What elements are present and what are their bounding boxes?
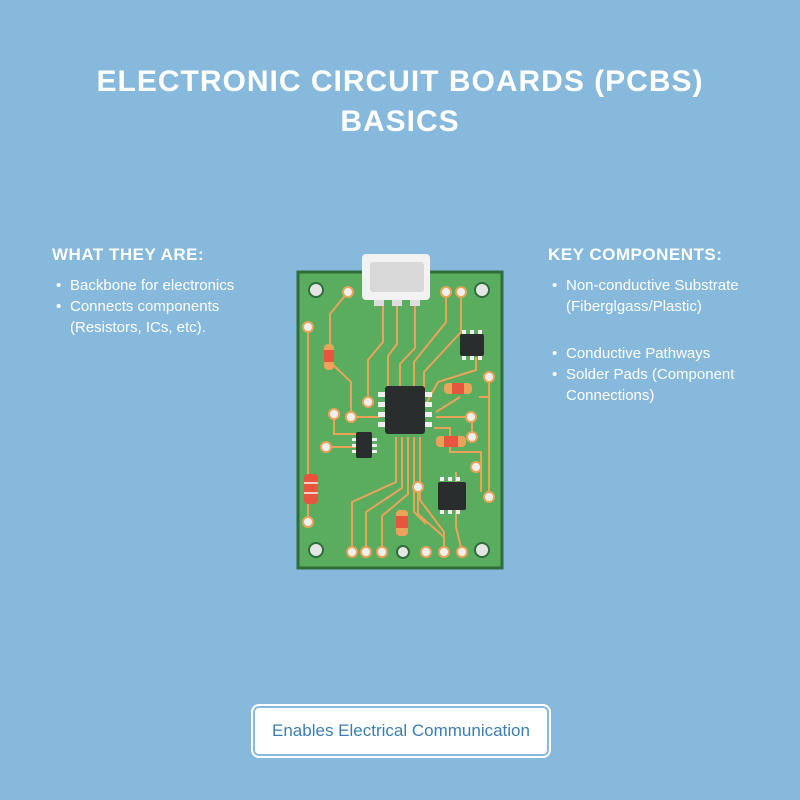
title-line-2: BASICS <box>340 105 460 138</box>
key-components-heading: KEY COMPONENTS: <box>548 245 723 264</box>
page-title: ELECTRONIC CIRCUIT BOARDS (PCBS) BASICS <box>0 62 800 142</box>
list-item: Backbone for electronics <box>52 275 292 296</box>
enables-communication-badge: Enables Electrical Communication <box>251 704 551 758</box>
key-components-list: Non-conductive Substrate (Fiberglgass/Pl… <box>548 275 793 406</box>
list-item: Conductive Pathways <box>548 343 793 364</box>
what-they-are-heading: WHAT THEY ARE: <box>52 245 205 264</box>
pcb-board-icon <box>296 254 504 570</box>
list-item: Solder Pads (Component Connections) <box>548 364 793 406</box>
what-they-are-section: WHAT THEY ARE: Backbone for electronics … <box>52 245 292 338</box>
list-item: Non-conductive Substrate (Fiberglgass/Pl… <box>548 275 793 317</box>
badge-label: Enables Electrical Communication <box>272 721 530 740</box>
title-line-1: ELECTRONIC CIRCUIT BOARDS (PCBS) <box>96 65 704 98</box>
key-components-section: KEY COMPONENTS: Non-conductive Substrate… <box>548 245 793 406</box>
what-they-are-list: Backbone for electronics Connects compon… <box>52 275 292 338</box>
list-item: Connects components (Resistors, ICs, etc… <box>52 296 292 338</box>
